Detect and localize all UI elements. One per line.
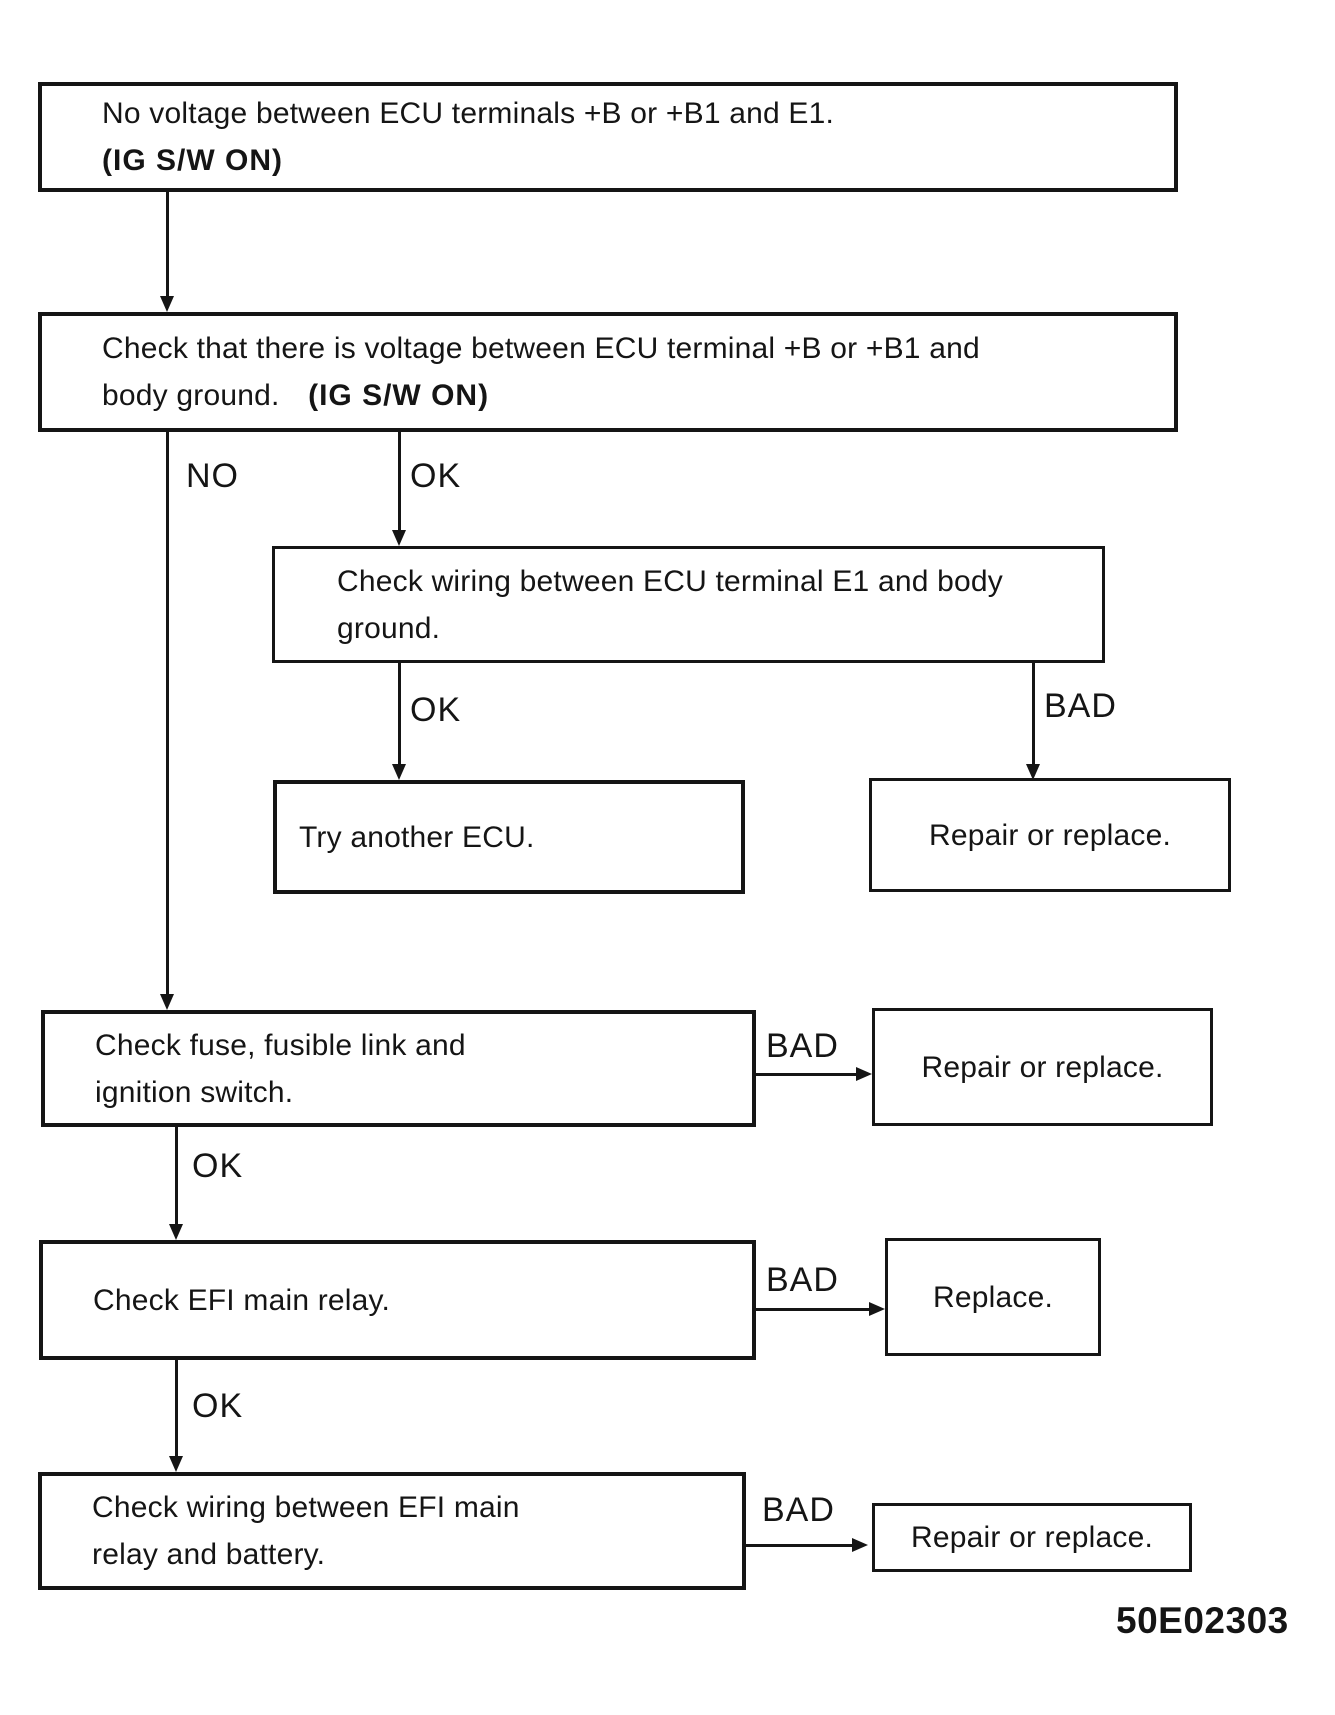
arrowhead-down-icon — [392, 530, 406, 546]
arrowhead-right-icon — [852, 1538, 868, 1552]
flow-box-text-part: body ground. — [102, 379, 280, 412]
flow-box-text: Check that there is voltage between ECU … — [102, 332, 980, 365]
flow-box-text: relay and battery. — [92, 1538, 326, 1571]
flow-box-repair-or-replace-3: Repair or replace. — [872, 1503, 1192, 1572]
flow-box-text: Check fuse, fusible link and — [95, 1028, 466, 1062]
flow-box-check-efi-main-relay: Check EFI main relay. — [39, 1240, 756, 1360]
connector-bad-to-replace — [756, 1308, 869, 1311]
arrowhead-down-icon — [160, 994, 174, 1010]
flow-box-repair-or-replace-2: Repair or replace. — [872, 1008, 1213, 1126]
flow-box-text-part: (IG S/W ON) — [308, 379, 490, 412]
flow-box-text: Check EFI main relay. — [93, 1283, 391, 1317]
connector-bad-to-repair3 — [745, 1544, 852, 1547]
connector-ok-to-check-wiring-e1 — [398, 432, 401, 530]
flow-box-text: Try another ECU. — [299, 820, 535, 854]
connector-bad-to-repair2 — [756, 1073, 856, 1076]
flow-box-repair-or-replace-1: Repair or replace. — [869, 778, 1231, 892]
branch-label-no: NO — [186, 457, 239, 495]
flow-box-text: Repair or replace. — [910, 1521, 1154, 1554]
connector-ok-to-check-wiring-efi — [175, 1360, 178, 1456]
arrowhead-down-icon — [392, 764, 406, 780]
flow-box-text: Check wiring between EFI main — [92, 1491, 520, 1524]
branch-label-ok: OK — [410, 457, 462, 495]
flow-box-text: Replace. — [932, 1280, 1053, 1314]
connector-ok-to-check-relay — [175, 1127, 178, 1224]
flow-box-try-another-ecu: Try another ECU. — [273, 780, 745, 894]
arrowhead-down-icon — [1026, 764, 1040, 780]
connector-no-branch — [166, 432, 169, 994]
flow-box-check-wiring-e1: Check wiring between ECU terminal E1 and… — [272, 546, 1105, 663]
branch-label-ok: OK — [192, 1387, 244, 1425]
arrowhead-right-icon — [869, 1302, 885, 1316]
flow-box-replace: Replace. — [885, 1238, 1101, 1356]
arrowhead-down-icon — [169, 1456, 183, 1472]
flow-box-text: No voltage between ECU terminals +B or +… — [102, 97, 835, 130]
branch-label-bad: BAD — [762, 1491, 835, 1529]
flow-box-text: ignition switch. — [95, 1075, 294, 1109]
flow-box-text: Repair or replace. — [921, 1050, 1164, 1084]
connector-start-to-check-voltage — [166, 192, 169, 296]
flow-box-text: body ground. (IG S/W ON) — [102, 372, 1174, 419]
branch-label-ok: OK — [410, 691, 462, 729]
branch-label-bad: BAD — [766, 1027, 839, 1065]
flow-box-text: Repair or replace. — [928, 818, 1172, 852]
connector-ok-to-try-ecu — [398, 663, 401, 764]
flow-box-check-wiring-efi-relay: Check wiring between EFI main relay and … — [38, 1472, 746, 1590]
arrowhead-down-icon — [169, 1224, 183, 1240]
arrowhead-down-icon — [160, 296, 174, 312]
flow-box-text: (IG S/W ON) — [102, 144, 283, 177]
arrowhead-right-icon — [856, 1067, 872, 1081]
flow-box-check-fuse: Check fuse, fusible link and ignition sw… — [41, 1010, 756, 1127]
flow-box-no-voltage: No voltage between ECU terminals +B or +… — [38, 82, 1178, 192]
flow-box-check-voltage: Check that there is voltage between ECU … — [38, 312, 1178, 432]
branch-label-bad: BAD — [1044, 687, 1117, 725]
connector-bad-to-repair1 — [1032, 663, 1035, 764]
flow-box-text: Check wiring between ECU terminal E1 and… — [337, 564, 1003, 598]
branch-label-ok: OK — [192, 1147, 244, 1185]
figure-code: 50E02303 — [1116, 1600, 1289, 1641]
flow-box-text: ground. — [337, 611, 441, 645]
branch-label-bad: BAD — [766, 1261, 839, 1299]
